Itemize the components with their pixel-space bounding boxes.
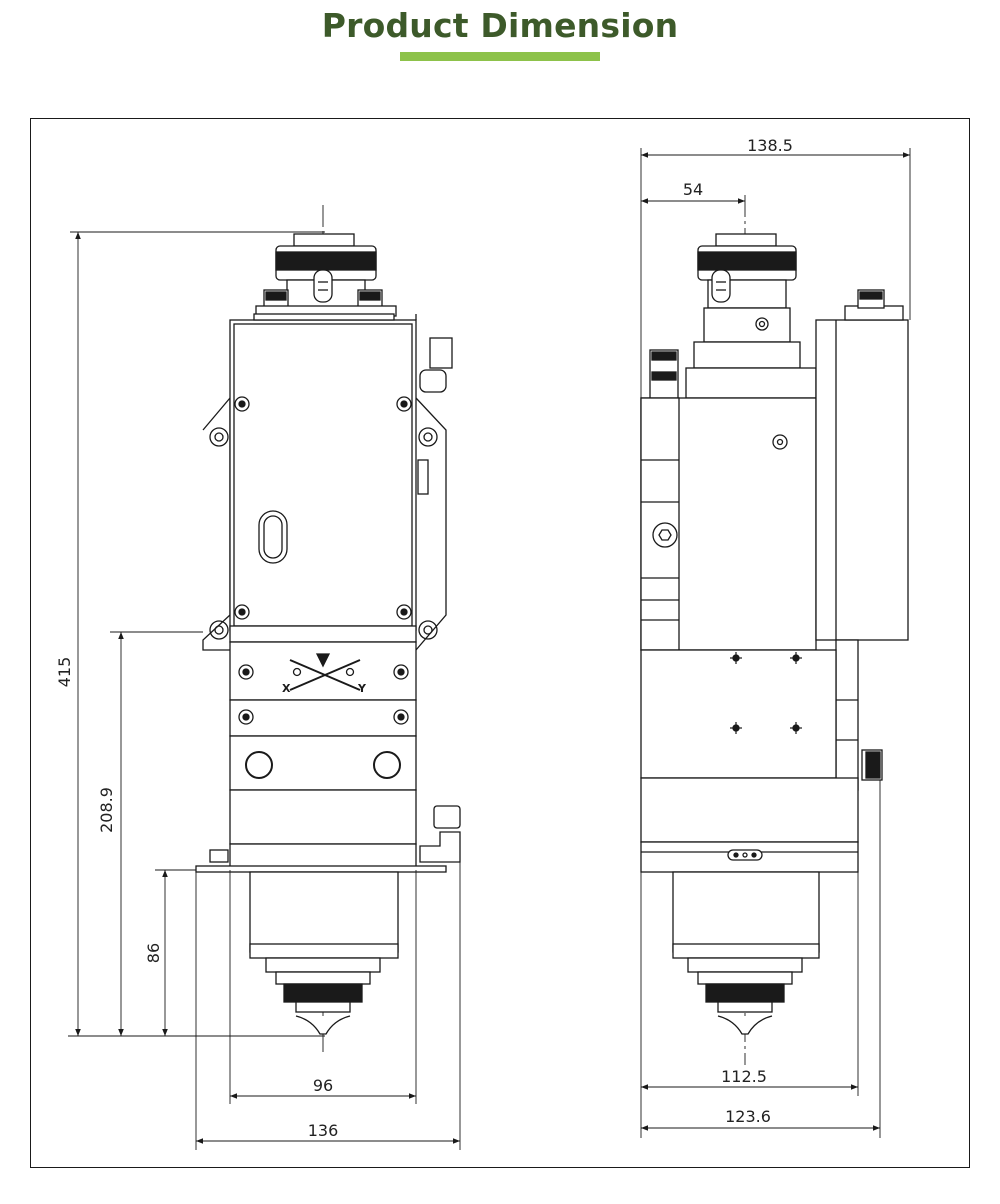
dim-side-offset-top: 54 <box>683 180 703 199</box>
dim-side-width-outer: 123.6 <box>725 1107 771 1126</box>
front-view <box>68 205 461 1150</box>
front-top-head <box>255 233 397 317</box>
dim-front-height-mid: 208.9 <box>97 787 116 833</box>
dim-side-width-top: 138.5 <box>747 136 793 155</box>
dim-front-width-inner: 96 <box>313 1076 333 1095</box>
dim-front-height-total: 415 <box>55 657 74 688</box>
side-nozzle <box>672 871 820 1035</box>
front-dimensions <box>68 231 461 1150</box>
dim-front-width-outer: 136 <box>308 1121 339 1140</box>
marker-x: X <box>282 682 291 695</box>
marker-y: Y <box>357 682 367 695</box>
title-underline <box>400 52 600 61</box>
drawing-frame <box>30 118 970 1168</box>
front-middle-body <box>195 625 461 873</box>
side-view <box>640 148 911 1138</box>
front-upper-body <box>202 313 453 651</box>
dim-side-width-inner: 112.5 <box>721 1067 767 1086</box>
side-dimensions <box>640 148 911 1138</box>
dim-front-height-lower: 86 <box>144 943 163 963</box>
side-lower-body <box>640 649 859 873</box>
front-nozzle <box>249 871 399 1035</box>
side-right-module <box>815 289 909 791</box>
page-title: Product Dimension <box>321 6 679 45</box>
side-top-head <box>685 233 817 399</box>
side-main-body <box>640 397 817 651</box>
side-connector <box>649 349 679 401</box>
